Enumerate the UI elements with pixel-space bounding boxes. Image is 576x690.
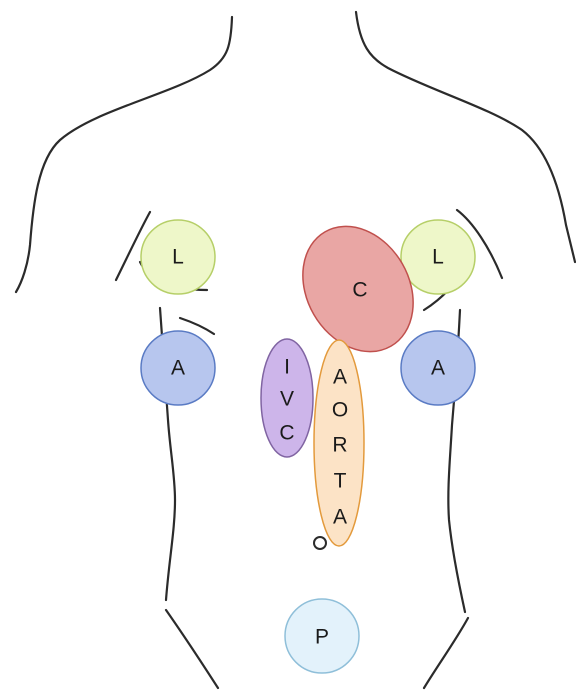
pelvic-label: P	[315, 626, 329, 649]
aorta-letter-2: O	[332, 399, 348, 422]
aorta-letter-4: T	[334, 470, 347, 493]
cardiac-label: C	[352, 279, 367, 302]
navel-circle	[314, 537, 326, 549]
right-hip-line	[424, 618, 468, 688]
aorta-letter-5: A	[333, 506, 347, 529]
ivc-letter-3: C	[279, 422, 294, 445]
abdominal-right-zone[interactable]: A	[141, 331, 215, 405]
lung-right-zone[interactable]: L	[141, 220, 215, 294]
ivc-zone[interactable]: I V C	[261, 339, 313, 457]
navel-mark	[314, 537, 326, 549]
abdominal-right-label: A	[171, 357, 185, 380]
lung-right-label: L	[172, 246, 184, 269]
abdominal-left-label: A	[431, 357, 445, 380]
aorta-zone[interactable]: A O R T A	[314, 340, 364, 546]
ivc-letter-1: I	[284, 356, 290, 379]
aorta-letter-3: R	[332, 434, 347, 457]
pelvic-zone[interactable]: P	[285, 599, 359, 673]
left-hip-line	[166, 610, 218, 688]
neck-right-line	[356, 12, 575, 262]
aorta-letter-1: A	[333, 366, 347, 389]
lung-left-label: L	[432, 246, 444, 269]
lung-left-zone[interactable]: L	[401, 220, 475, 294]
abdominal-left-zone[interactable]: A	[401, 331, 475, 405]
ivc-letter-2: V	[280, 388, 294, 411]
